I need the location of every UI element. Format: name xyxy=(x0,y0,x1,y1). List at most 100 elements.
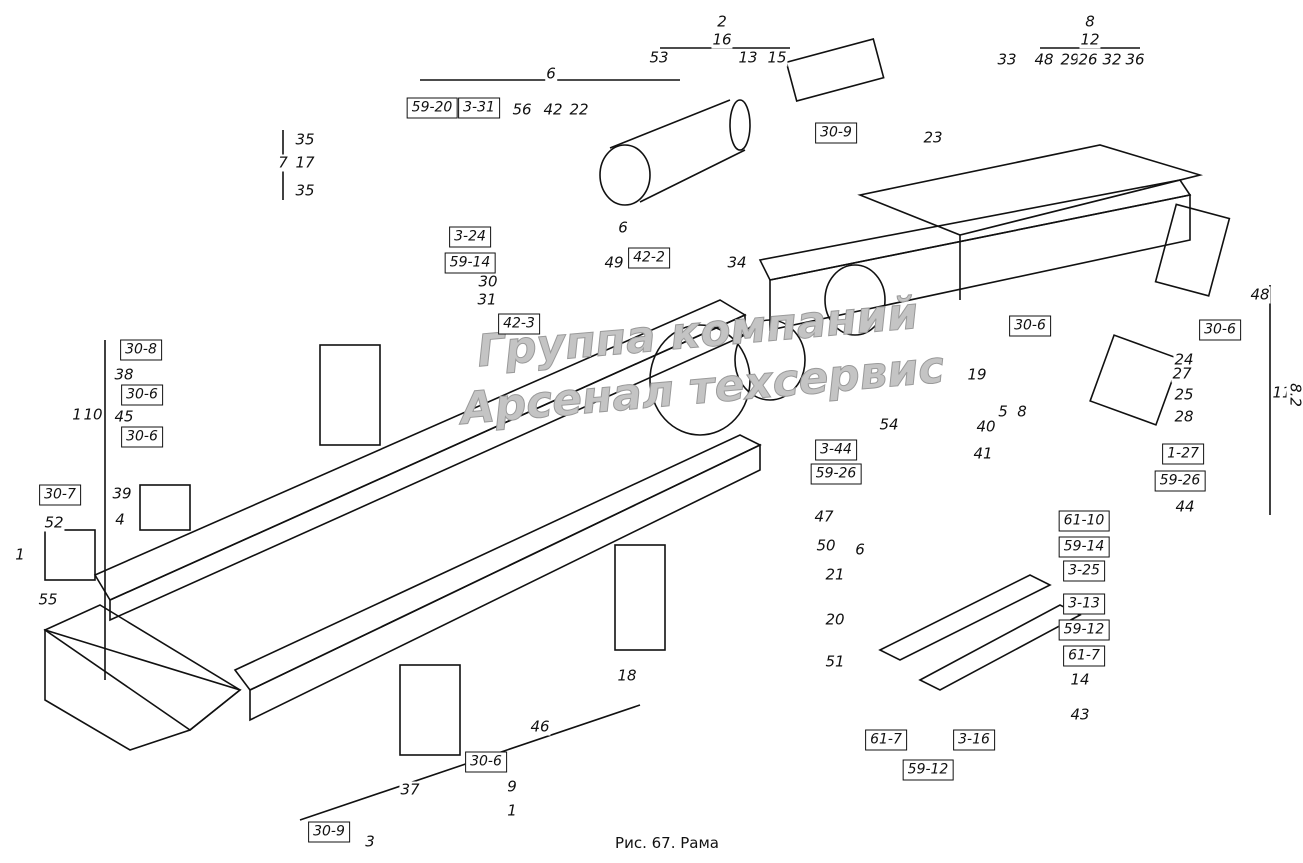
part-number-label: 35 xyxy=(294,130,316,149)
part-number-label: 31 xyxy=(476,290,498,309)
part-ref-label: 3-44 xyxy=(815,439,857,461)
rear-cross-member xyxy=(43,604,242,751)
part-number-label: 52 xyxy=(43,513,65,532)
part-number-label: 4 xyxy=(114,510,126,529)
part-number-label: 54 xyxy=(878,415,900,434)
part-number-label: 8.2 xyxy=(1286,382,1303,408)
right-side-rail xyxy=(233,179,1192,722)
part-number-label: 36 xyxy=(1124,50,1146,69)
part-number-label: 17 xyxy=(294,153,316,172)
part-ref-label: 59-12 xyxy=(902,759,954,781)
tube-part xyxy=(599,99,751,206)
bracket-18 xyxy=(614,544,666,651)
part-number-label: 26 xyxy=(1077,50,1099,69)
part-number-label: 7 xyxy=(277,153,289,172)
part-number-label: 14 xyxy=(1069,670,1091,689)
part-number-label: 15 xyxy=(766,48,788,67)
part-number-label: 46 xyxy=(529,717,551,736)
part-number-label: 32 xyxy=(1101,50,1123,69)
part-number-label: 56 xyxy=(511,100,533,119)
part-number-label: 47 xyxy=(813,507,835,526)
part-number-label: 24 xyxy=(1173,350,1195,369)
part-ref-label: 1-27 xyxy=(1162,443,1204,465)
part-number-label: 39 xyxy=(111,484,133,503)
part-ref-label: 42-3 xyxy=(498,313,540,335)
part-number-label: 30 xyxy=(477,272,499,291)
part-number-label: 35 xyxy=(294,181,316,200)
part-ref-label: 61-10 xyxy=(1058,510,1110,532)
part-number-label: 13 xyxy=(737,48,759,67)
part-number-label: 34 xyxy=(726,253,748,272)
part-number-label: 21 xyxy=(824,565,846,584)
part-ref-label: 30-6 xyxy=(121,426,163,448)
part-ref-label: 3-16 xyxy=(953,729,995,751)
bracket-38 xyxy=(319,344,381,446)
part-ref-label: 59-26 xyxy=(1154,470,1206,492)
part-ref-label: 59-14 xyxy=(444,252,496,274)
part-number-label: 12 xyxy=(1079,30,1101,49)
part-ref-label: 61-7 xyxy=(1063,645,1105,667)
part-number-label: 9 xyxy=(506,777,518,796)
part-ref-label: 3-31 xyxy=(458,97,500,119)
part-number-label: 6 xyxy=(617,218,629,237)
part-ref-label: 59-14 xyxy=(1058,536,1110,558)
part-number-label: 45 xyxy=(113,407,135,426)
part-ref-label: 42-2 xyxy=(628,247,670,269)
part-number-label: 48 xyxy=(1033,50,1055,69)
part-ref-label: 30-6 xyxy=(1199,319,1241,341)
part-number-label: 6 xyxy=(854,540,866,559)
part-number-label: 53 xyxy=(648,48,670,67)
shaft-part xyxy=(785,38,885,102)
part-number-label: 55 xyxy=(37,590,59,609)
part-number-label: 38 xyxy=(113,365,135,384)
part-ref-label: 30-6 xyxy=(1009,315,1051,337)
part-number-label: 6 xyxy=(545,64,557,83)
part-number-label: 20 xyxy=(824,610,846,629)
part-number-label: 16 xyxy=(711,30,733,49)
part-number-label: 1 xyxy=(506,801,518,820)
part-ref-label: 59-12 xyxy=(1058,619,1110,641)
part-number-label: 2 xyxy=(716,12,728,31)
central-housing xyxy=(649,264,886,436)
bracket-right xyxy=(1154,203,1231,297)
part-ref-label: 59-26 xyxy=(810,463,862,485)
part-number-label: 8 xyxy=(1016,402,1028,421)
part-number-label: 25 xyxy=(1173,385,1195,404)
part-ref-label: 3-24 xyxy=(449,226,491,248)
cross-member-lower-right xyxy=(878,574,1082,691)
part-number-label: 1 xyxy=(14,545,26,564)
part-number-label: 27 xyxy=(1171,364,1193,383)
part-number-label: 18 xyxy=(616,666,638,685)
part-number-label: 37 xyxy=(399,780,421,799)
front-cross-member xyxy=(857,144,1204,300)
part-ref-label: 59-20 xyxy=(406,97,458,119)
part-number-label: 42 xyxy=(542,100,564,119)
part-ref-label: 61-7 xyxy=(865,729,907,751)
bracket-52 xyxy=(44,529,96,581)
part-number-label: 8 xyxy=(1084,12,1096,31)
part-number-label: 29 xyxy=(1059,50,1081,69)
bracket-37 xyxy=(399,664,461,756)
left-side-rail xyxy=(93,299,747,622)
part-number-label: 43 xyxy=(1069,705,1091,724)
part-number-label: 50 xyxy=(815,536,837,555)
part-number-label: 10 xyxy=(82,405,104,424)
part-ref-label: 3-25 xyxy=(1063,560,1105,582)
part-number-label: 28 xyxy=(1173,407,1195,426)
part-ref-label: 30-9 xyxy=(815,122,857,144)
part-number-label: 1 xyxy=(71,405,83,424)
part-ref-label: 30-6 xyxy=(121,384,163,406)
part-number-label: 19 xyxy=(966,365,988,384)
part-number-label: 44 xyxy=(1174,497,1196,516)
bracket-39 xyxy=(139,484,191,531)
part-number-label: 22 xyxy=(568,100,590,119)
bracket-28 xyxy=(1089,334,1181,426)
part-ref-label: 30-8 xyxy=(120,339,162,361)
part-number-label: 3 xyxy=(364,832,376,851)
part-ref-label: 3-13 xyxy=(1063,593,1105,615)
part-number-label: 5 xyxy=(997,402,1009,421)
figure-caption: Рис. 67. Рама xyxy=(615,834,719,852)
part-number-label: 23 xyxy=(922,128,944,147)
